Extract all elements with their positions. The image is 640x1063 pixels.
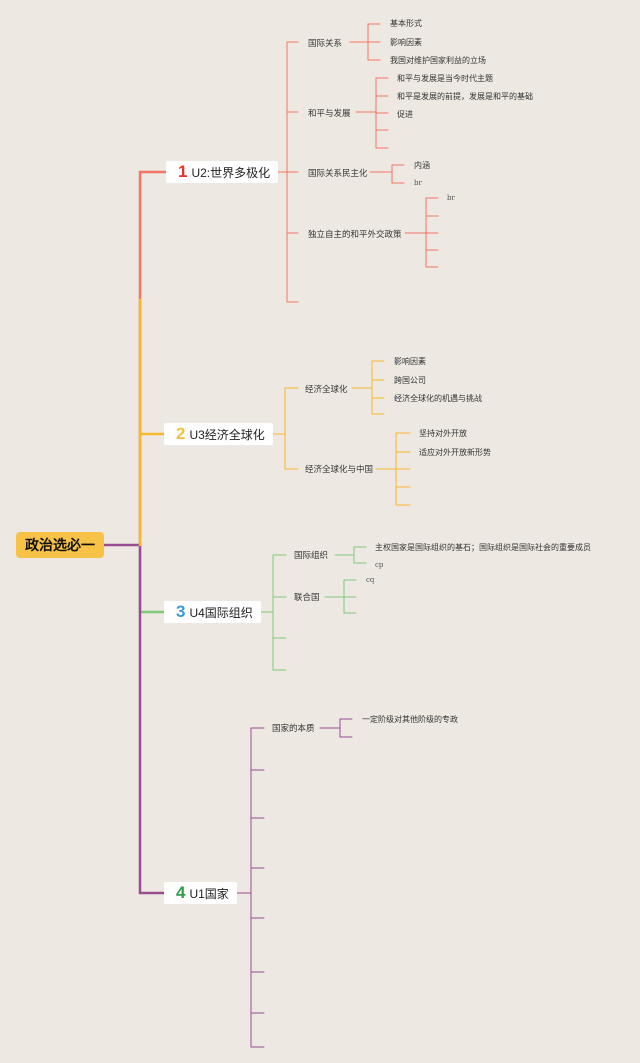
- root-node[interactable]: 政治选必一: [16, 532, 104, 558]
- leaf-connotation[interactable]: 内涵: [414, 161, 430, 170]
- topic-international-relations[interactable]: 国际关系: [308, 38, 343, 48]
- leaf-peace-development-relation[interactable]: 和平是发展的前提，发展是和平的基础: [397, 92, 533, 101]
- branch-number-1: 1: [178, 162, 188, 181]
- topic-globalization-and-china[interactable]: 经济全球化与中国: [305, 464, 374, 474]
- topic-democratization[interactable]: 国际关系民主化: [308, 168, 368, 178]
- leaf-br-2[interactable]: br: [447, 194, 455, 202]
- topic-peace-development[interactable]: 和平与发展: [308, 108, 351, 118]
- leaf-multinational-companies[interactable]: 跨国公司: [394, 376, 426, 385]
- leaf-opening-up[interactable]: 坚持对外开放: [419, 429, 467, 438]
- branch-u1-state[interactable]: 4 U1国家: [164, 882, 237, 904]
- branch-u2-world-multipolarization[interactable]: 1 U2:世界多极化: [166, 161, 279, 183]
- leaf-cp[interactable]: cp: [375, 561, 384, 569]
- branch-u3-economic-globalization[interactable]: 2 U3经济全球化: [164, 423, 273, 445]
- topic-united-nations[interactable]: 联合国: [294, 592, 320, 602]
- leaf-new-situation[interactable]: 适应对外开放新形势: [419, 448, 491, 457]
- leaf-opportunities-challenges[interactable]: 经济全球化的机遇与挑战: [394, 394, 482, 403]
- branch-number-2: 2: [176, 424, 186, 443]
- branch-label: U4国际组织: [189, 605, 253, 620]
- branch-number-3: 3: [176, 602, 186, 621]
- branch-label: U1国家: [189, 886, 229, 901]
- branch-label: U3经济全球化: [189, 427, 265, 442]
- leaf-promote[interactable]: 促进: [397, 110, 413, 119]
- topic-nature-of-state[interactable]: 国家的本质: [272, 723, 315, 733]
- leaf-influence-factors[interactable]: 影响因素: [394, 357, 426, 366]
- leaf-basic-forms[interactable]: 基本形式: [390, 19, 422, 28]
- branch-label: U2:世界多极化: [191, 165, 271, 180]
- branch-number-4: 4: [176, 883, 186, 902]
- leaf-class-dictatorship[interactable]: 一定阶级对其他阶级的专政: [362, 715, 458, 724]
- leaf-br-1[interactable]: br: [414, 179, 422, 187]
- topic-economic-globalization[interactable]: 经济全球化: [305, 384, 348, 394]
- leaf-cq[interactable]: cq: [366, 576, 375, 584]
- topic-independent-foreign-policy[interactable]: 独立自主的和平外交政策: [308, 229, 402, 239]
- branch-u4-international-organizations[interactable]: 3 U4国际组织: [164, 601, 261, 623]
- leaf-influence-factors[interactable]: 影响因素: [390, 38, 422, 47]
- leaf-national-interest-stance[interactable]: 我国对维护国家利益的立场: [390, 56, 486, 65]
- topic-international-organizations[interactable]: 国际组织: [294, 550, 329, 560]
- leaf-theme-of-era[interactable]: 和平与发展是当今时代主题: [397, 74, 493, 83]
- leaf-sovereign-states-foundation[interactable]: 主权国家是国际组织的基石；国际组织是国际社会的重要成员: [375, 543, 591, 552]
